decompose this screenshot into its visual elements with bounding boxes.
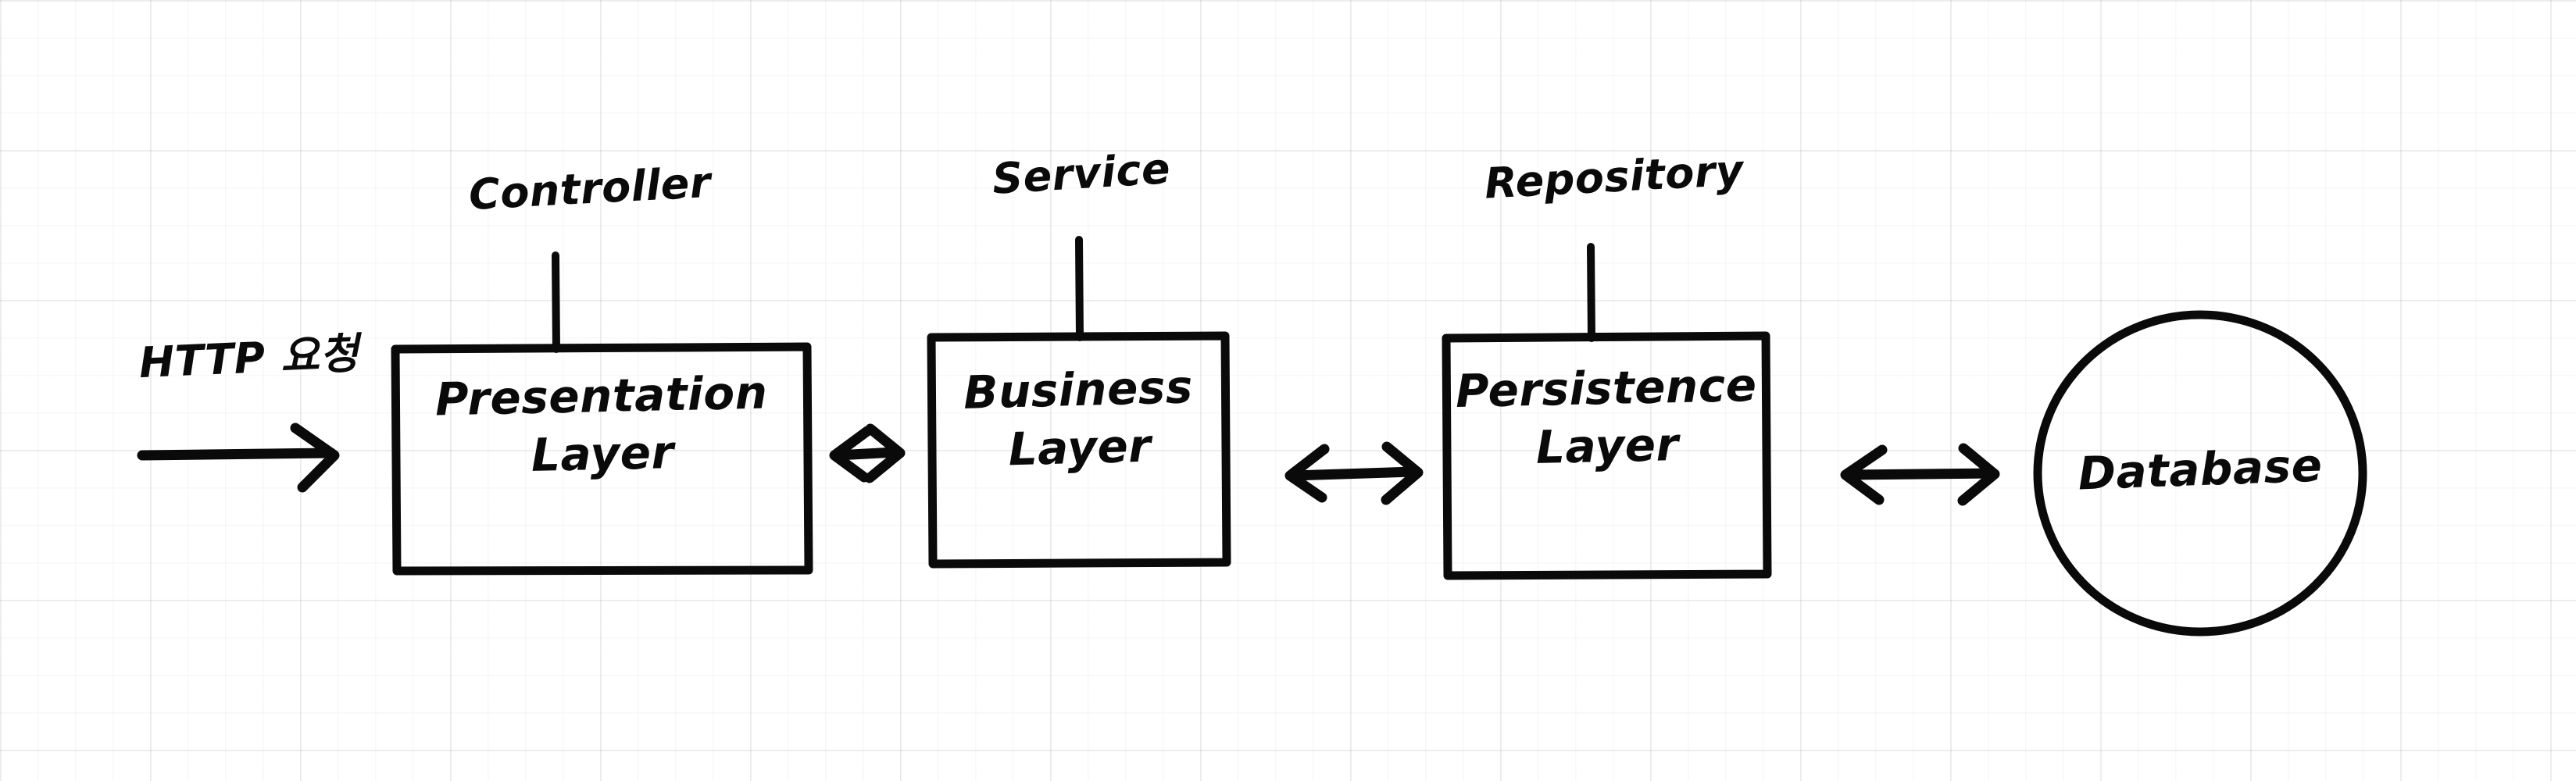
connector-controller bbox=[539, 255, 573, 349]
http-request-label: HTTP 요청 bbox=[138, 328, 360, 388]
service-annotation-label: Service bbox=[991, 144, 1172, 204]
connector-service bbox=[1063, 240, 1097, 337]
arrow-business-persistence[interactable] bbox=[1290, 441, 1423, 504]
controller-annotation-label: Controller bbox=[467, 157, 713, 220]
repository-annotation-label: Repository bbox=[1483, 145, 1745, 209]
node-database[interactable] bbox=[2038, 315, 2363, 632]
arrow-persistence-database[interactable] bbox=[1845, 441, 1999, 504]
node-presentation-layer[interactable] bbox=[395, 347, 809, 571]
connector-repository bbox=[1574, 247, 1609, 338]
arrow-presentation-business[interactable] bbox=[834, 426, 905, 488]
http-request-arrow[interactable] bbox=[142, 426, 338, 488]
node-persistence-layer[interactable] bbox=[1446, 336, 1767, 576]
node-business-layer[interactable] bbox=[931, 336, 1227, 564]
